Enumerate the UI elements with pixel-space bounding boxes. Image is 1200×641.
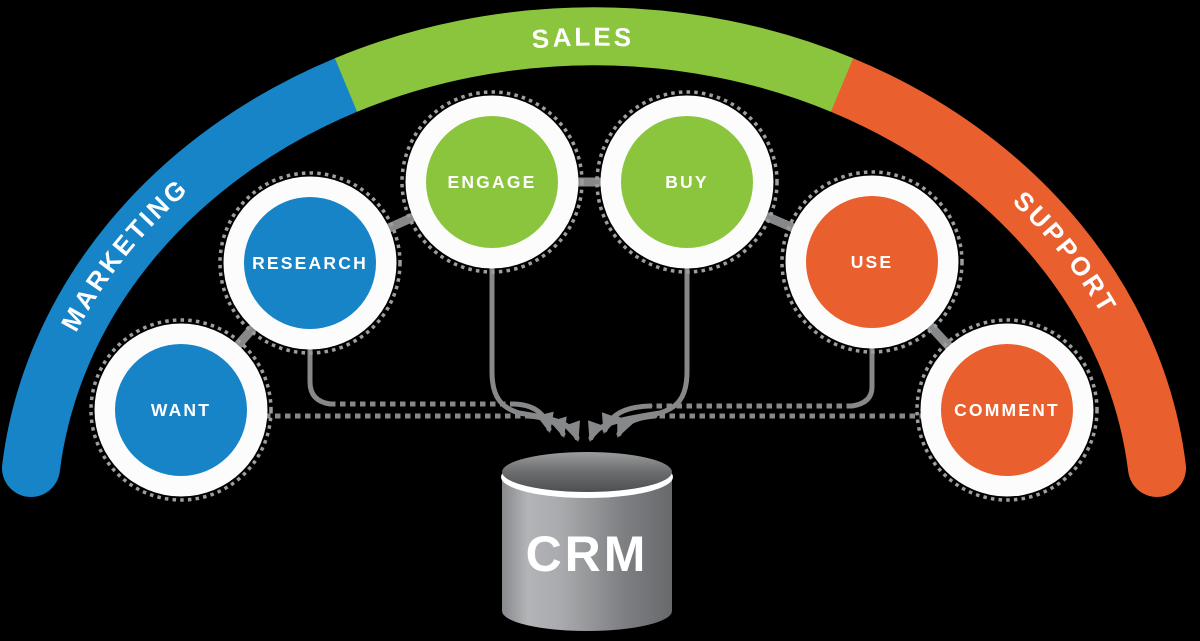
stage-label: BUY: [665, 172, 709, 192]
stage-ring-dotted-border: [400, 90, 584, 274]
stage-circle: [941, 344, 1073, 476]
crm-database-icon: CRM: [501, 452, 673, 631]
stage-ring-dotted-border: [218, 171, 402, 355]
arc-segment-support: [813, 56, 1186, 497]
arc-segment-marketing: [2, 56, 375, 497]
connector-research-drop: [307, 317, 333, 407]
stage-label: ENGAGE: [447, 172, 536, 192]
connector-research-arrow: [511, 401, 554, 434]
connector-comment-arrow: [616, 413, 658, 438]
stage-circle: [115, 344, 247, 476]
stage-circle: [244, 197, 376, 329]
connector-engage-arrow: [489, 242, 580, 442]
stage-circle: [621, 116, 753, 248]
stage-label: RESEARCH: [252, 253, 368, 273]
stage-want: WANT: [89, 318, 273, 502]
arc-segment-sales: [334, 7, 854, 112]
stage-ring-dotted-border: [89, 318, 273, 502]
stage-label: WANT: [151, 400, 211, 420]
connector-use-arrow: [601, 403, 653, 434]
stage-circle: [426, 116, 558, 248]
stage-research: RESEARCH: [218, 171, 402, 355]
stage-ring-dotted-border: [595, 90, 779, 274]
stage-use: USE: [780, 170, 964, 354]
stage-label: USE: [851, 252, 894, 272]
stage-ring-dotted-border: [780, 170, 964, 354]
crm-label: CRM: [526, 526, 649, 582]
stage-ring-dotted-border: [915, 318, 1099, 502]
stage-circle: [806, 196, 938, 328]
arc-label-sales: SALES: [531, 21, 635, 54]
connector-use-drop: [849, 317, 875, 409]
crm-connectors: [235, 242, 955, 442]
stage-comment: COMMENT: [915, 318, 1099, 502]
stage-engage: ENGAGE: [400, 90, 584, 274]
connector-buy-arrow: [588, 242, 690, 442]
cylinder-top: [502, 452, 672, 492]
stage-label: COMMENT: [954, 400, 1060, 420]
cylinder-body: [502, 474, 672, 631]
stage-buy: BUY: [595, 90, 779, 274]
